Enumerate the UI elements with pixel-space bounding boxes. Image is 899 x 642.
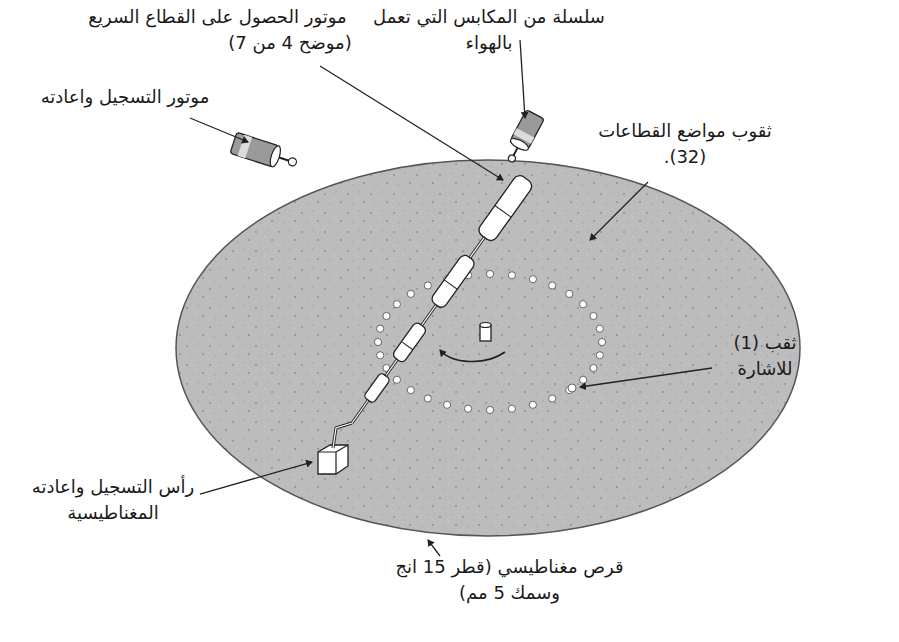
sector-hole	[383, 312, 390, 319]
sector-hole	[580, 376, 587, 383]
sector-hole	[486, 406, 493, 413]
sector-hole	[529, 401, 536, 408]
sector-hole	[549, 395, 556, 402]
index-hole	[568, 384, 576, 392]
sector-motor	[501, 110, 544, 167]
sector-hole	[424, 282, 431, 289]
sector-hole	[377, 325, 384, 332]
sector-hole	[465, 405, 472, 412]
holes-label: ثقوب مواضع القطاعات (32).	[590, 118, 780, 170]
leader-lines	[190, 40, 712, 556]
pistons-label: سلسلة من المكابس التي تعمل بالهواء	[358, 4, 620, 56]
sector-hole	[566, 290, 573, 297]
sector-hole	[486, 270, 493, 277]
disk-label: قرص مغناطيسي (قطر 15 انج وسمك 5 مم)	[392, 554, 627, 606]
magnetic-disk	[176, 160, 800, 536]
head-label: رأس التسجيل واعادته المغناطيسية	[18, 474, 208, 526]
sector-hole	[393, 301, 400, 308]
pneumatic-pistons	[344, 173, 534, 429]
rotation-arrow	[440, 350, 505, 362]
sector-hole	[596, 352, 603, 359]
index-hole-label: ثقب (1) للاشارة	[715, 330, 815, 382]
sector-hole	[590, 364, 597, 371]
sector-hole	[374, 338, 381, 345]
sector-hole	[444, 401, 451, 408]
sector-holes	[374, 270, 605, 413]
sector-hole	[598, 338, 605, 345]
sector-hole	[508, 272, 515, 279]
sector-hole	[407, 290, 414, 297]
pistons-note: (موضح 4 من 7)	[225, 30, 355, 56]
spindle	[480, 323, 491, 342]
sector-hole	[393, 376, 400, 383]
sector-hole	[508, 405, 515, 412]
motor-label: موتور التسجيل واعادته	[15, 84, 235, 110]
sector-hole	[424, 395, 431, 402]
sector-hole	[549, 282, 556, 289]
sector-hole	[407, 387, 414, 394]
sector-hole	[377, 352, 384, 359]
sector-hole	[529, 276, 536, 283]
motor-label: موتور الحصول على القطاع السريع	[80, 4, 355, 30]
record-head	[318, 423, 352, 474]
sector-hole	[580, 301, 587, 308]
sector-hole	[590, 312, 597, 319]
sector-hole	[596, 325, 603, 332]
